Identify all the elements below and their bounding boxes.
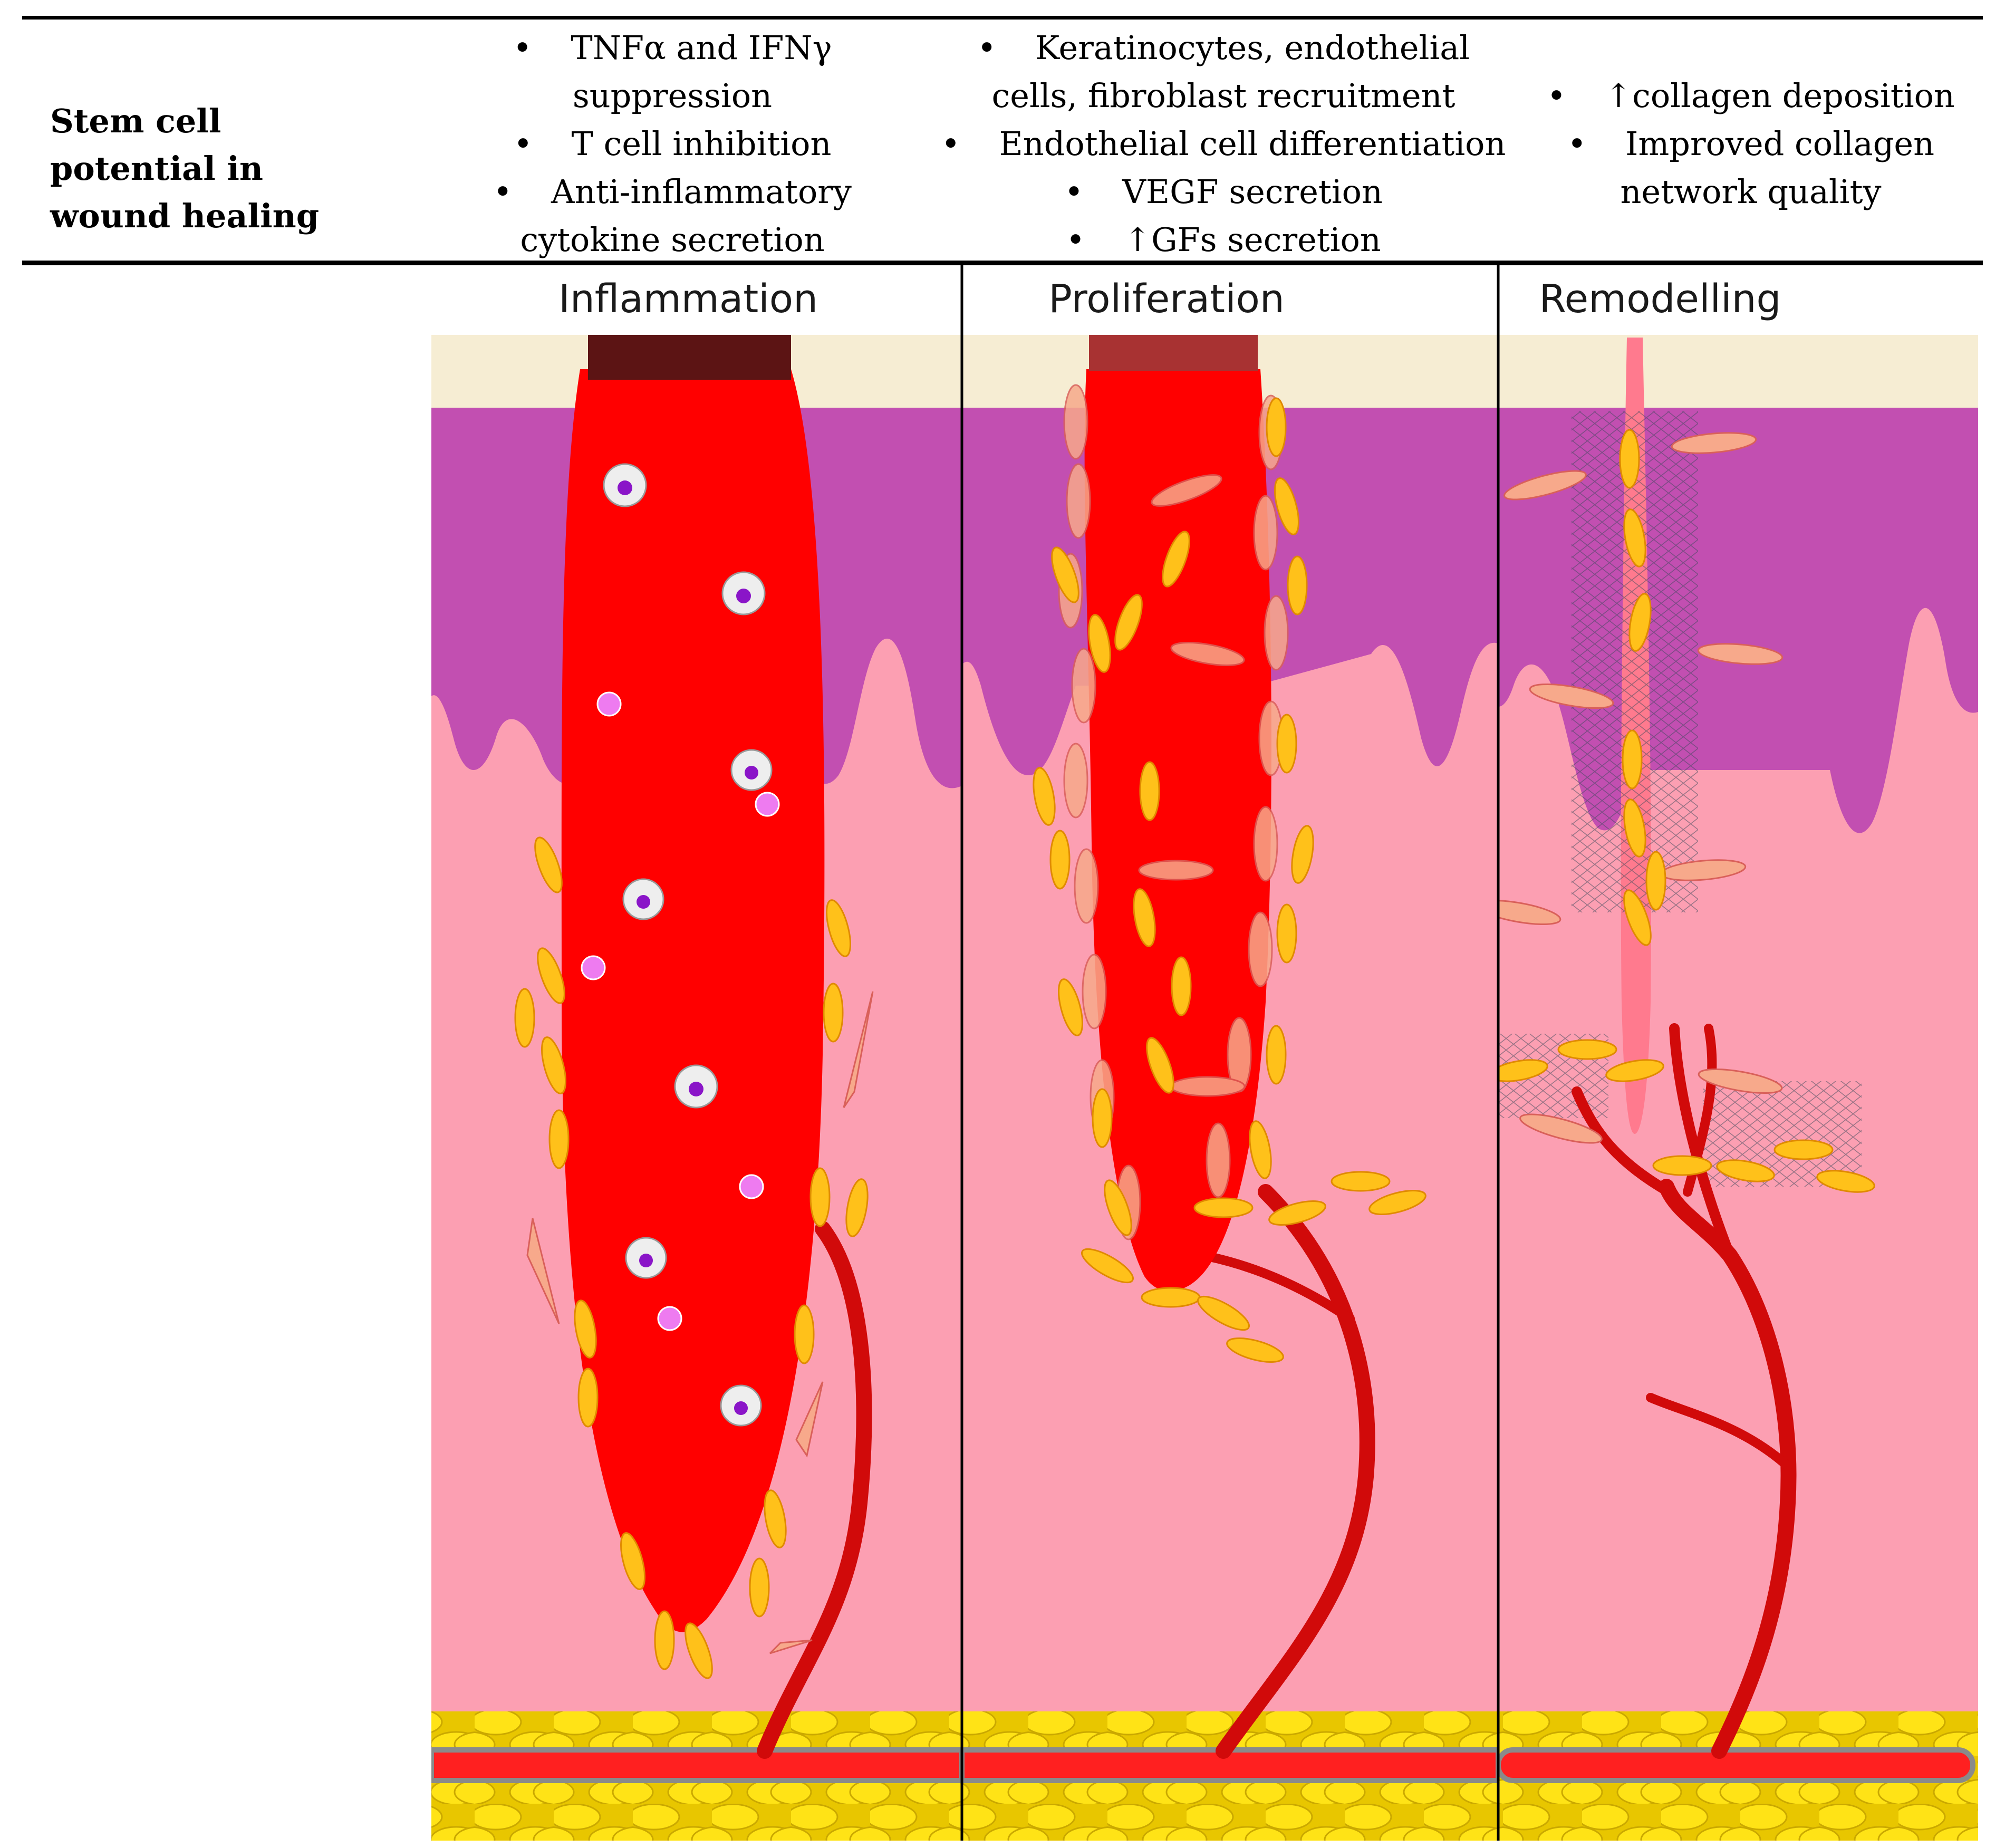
wound-blood-clot xyxy=(561,369,825,1632)
mechanism-item: •Improved collagen network quality xyxy=(1567,124,1935,211)
mechanism-item: •Endothelial cell differentiation xyxy=(941,124,1506,163)
mechanism-item: •Anti-inflammatory cytokine secretion xyxy=(493,172,852,259)
scab xyxy=(1089,335,1258,371)
mechanism-column-inflammation: •TNFα and IFNγ suppression •T cell inhib… xyxy=(472,24,873,264)
panel-inflammation xyxy=(431,335,962,1841)
phase-title-inflammation: Inflammation xyxy=(558,276,818,322)
blood-vessel xyxy=(757,1221,872,1759)
blood-vessel-branch xyxy=(1572,1086,1674,1197)
phase-title-remodelling: Remodelling xyxy=(1539,276,1781,322)
blood-vessel xyxy=(1659,1179,1797,1759)
fibroblasts xyxy=(1498,432,1784,1144)
phase-title-proliferation: Proliferation xyxy=(1048,276,1285,322)
wound-blood-clot xyxy=(1084,369,1271,1292)
mechanism-column-proliferation: •Keratinocytes, endothelial cells, fibro… xyxy=(939,24,1508,264)
macrophage-nuclei xyxy=(618,480,758,1415)
mechanism-item: •T cell inhibition xyxy=(513,124,832,163)
blood-vessel-branch xyxy=(1669,1023,1735,1260)
scab xyxy=(588,335,791,380)
surface-layer xyxy=(1498,335,1978,408)
blood-vessel-branch xyxy=(1646,1393,1792,1471)
deep-vessel xyxy=(431,1747,962,1783)
neutrophils xyxy=(581,691,780,1331)
keratinocytes xyxy=(1033,397,1426,1363)
mechanism-item: •↑collagen deposition xyxy=(1547,76,1955,115)
row-label: Stem cell potential in wound healing xyxy=(50,102,320,235)
blood-vessel xyxy=(1216,1184,1375,1759)
fibroblasts xyxy=(526,991,874,1654)
table-top-rule xyxy=(22,16,1983,20)
mechanism-column-remodelling: •↑collagen deposition •Improved collagen… xyxy=(1529,72,1972,216)
mechanism-item: •VEGF secretion xyxy=(1064,172,1383,211)
panel-remodelling xyxy=(1498,335,1978,1841)
keratinocytes xyxy=(1498,429,1875,1193)
fibroblasts xyxy=(1058,384,1289,1240)
panel-proliferation xyxy=(962,335,1498,1841)
mechanism-item: •TNFα and IFNγ suppression xyxy=(513,28,832,115)
table-mid-rule xyxy=(22,261,1983,265)
deep-vessel xyxy=(1498,1747,1975,1783)
blood-vessel-branch xyxy=(1198,1250,1355,1323)
keratinocytes xyxy=(514,836,869,1679)
mechanism-item: •Keratinocytes, endothelial cells, fibro… xyxy=(977,28,1470,115)
mechanism-item: •↑GFs secretion xyxy=(1066,220,1381,259)
